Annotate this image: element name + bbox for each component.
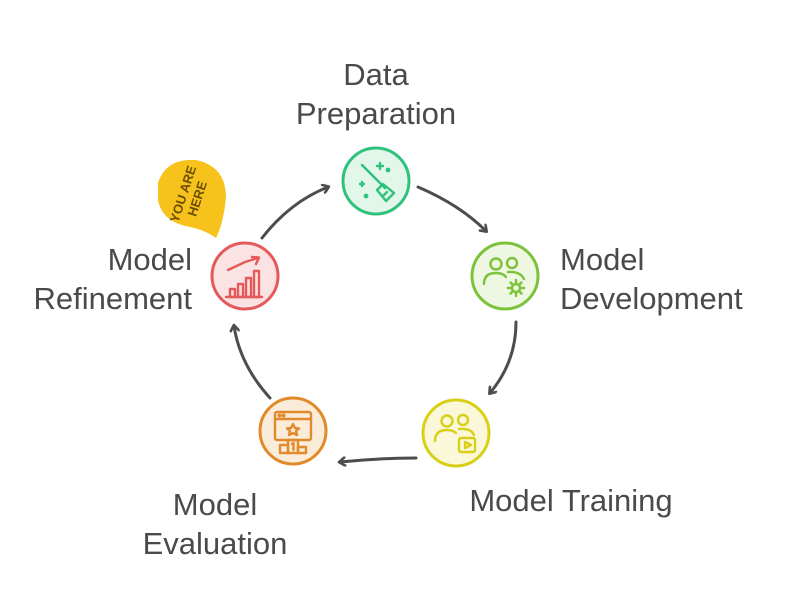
node-data-preparation bbox=[341, 146, 411, 216]
node-model-training bbox=[421, 398, 491, 468]
arrow-preparation-to-development bbox=[416, 185, 486, 231]
cycle-arrows bbox=[234, 185, 518, 462]
label-model-development: Model Development bbox=[560, 242, 743, 316]
team-gear-icon bbox=[482, 256, 526, 298]
arrow-training-to-evaluation bbox=[340, 458, 418, 462]
broom-sparkle-icon bbox=[358, 161, 396, 203]
node-model-development bbox=[470, 241, 540, 311]
you-are-here-marker: YOU ARE HERE bbox=[158, 159, 226, 238]
growth-chart-icon bbox=[224, 255, 264, 299]
arrow-refinement-to-preparation bbox=[260, 187, 328, 240]
team-play-icon bbox=[433, 413, 477, 454]
node-model-refinement bbox=[210, 241, 280, 311]
label-model-evaluation: Model Evaluation bbox=[142, 487, 288, 561]
label-data-preparation: Data Preparation bbox=[295, 57, 457, 131]
label-model-training: Model Training bbox=[469, 483, 673, 518]
arrow-development-to-training bbox=[490, 320, 518, 393]
label-model-refinement: Model Refinement bbox=[33, 242, 192, 316]
arrow-evaluation-to-refinement bbox=[234, 326, 272, 400]
node-model-evaluation bbox=[258, 396, 328, 466]
podium-star-icon bbox=[273, 410, 313, 455]
